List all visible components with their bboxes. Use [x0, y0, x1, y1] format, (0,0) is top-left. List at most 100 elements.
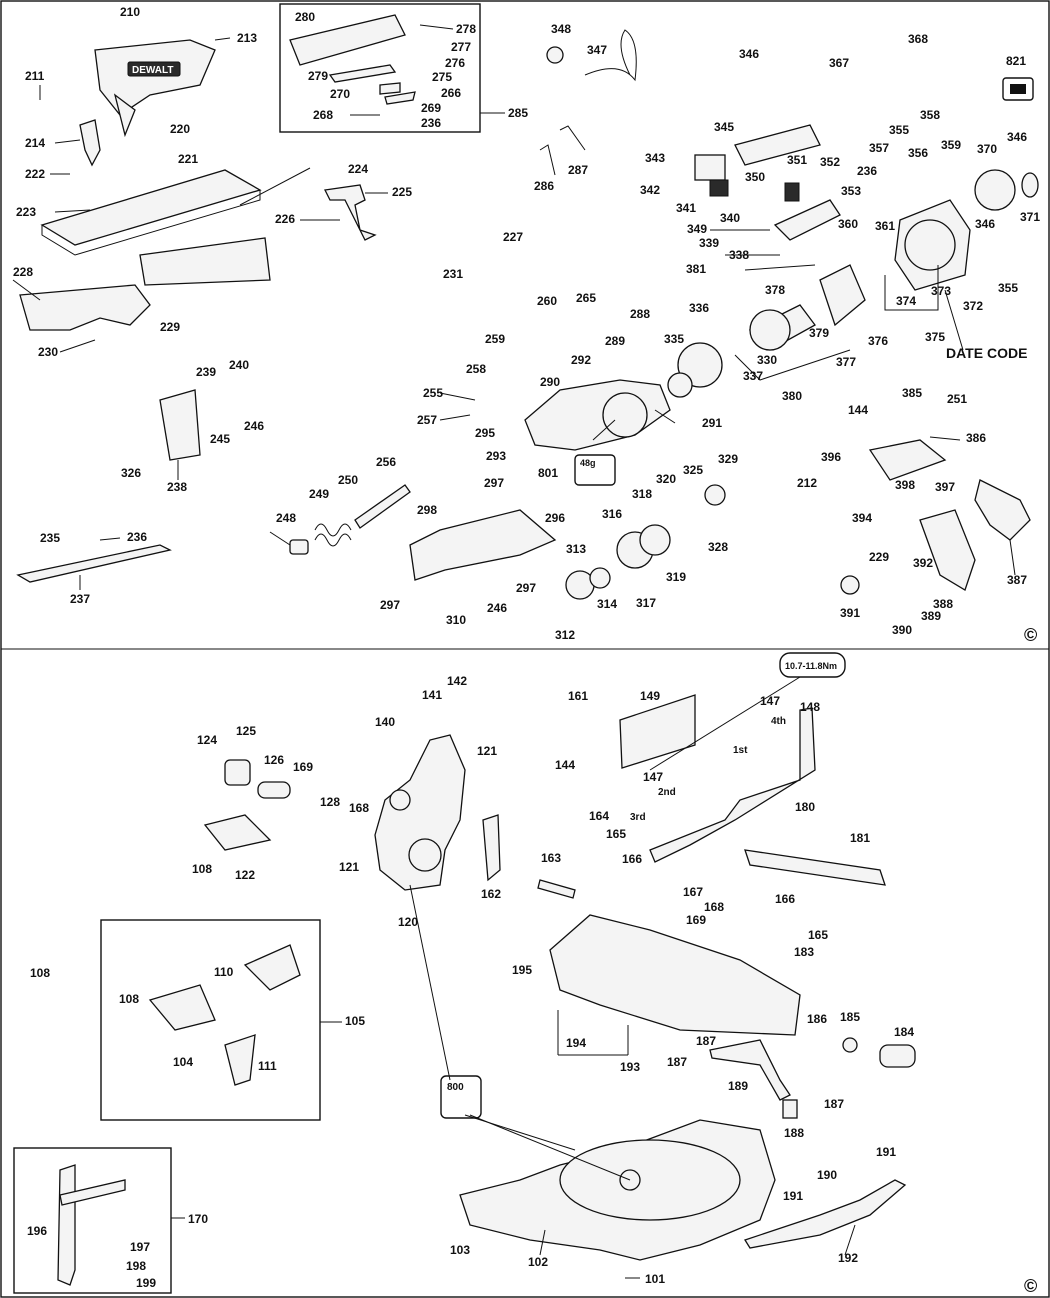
label-228: 228 — [13, 265, 33, 279]
torque-value: 10.7-11.8Nm — [785, 661, 837, 671]
label-361: 361 — [875, 219, 895, 233]
fence-plate-part — [139, 237, 271, 286]
label-187c: 187 — [824, 1097, 844, 1111]
label-161: 161 — [568, 689, 588, 703]
callout-800-text: 800 — [447, 1082, 464, 1093]
label-392: 392 — [913, 556, 933, 570]
label-221: 221 — [178, 152, 198, 166]
clamp-part-122 — [203, 814, 272, 851]
cord-part — [584, 29, 637, 82]
label-163: 163 — [541, 851, 561, 865]
label-225: 225 — [392, 185, 412, 199]
label-144: 144 — [848, 403, 868, 417]
sleeve-part-126 — [257, 781, 291, 799]
label-359: 359 — [941, 138, 961, 152]
label-330: 330 — [757, 353, 777, 367]
label-372: 372 — [963, 299, 983, 313]
label-226: 226 — [275, 212, 295, 226]
label-162: 162 — [481, 887, 501, 901]
label-367: 367 — [829, 56, 849, 70]
label-194: 194 — [566, 1036, 586, 1050]
label-379: 379 — [809, 326, 829, 340]
label-278: 278 — [456, 22, 476, 36]
label-389: 389 — [921, 609, 941, 623]
label-326: 326 — [121, 466, 141, 480]
label-198: 198 — [126, 1259, 146, 1273]
pivot-shaft-part — [354, 484, 411, 529]
fence-block-part — [159, 389, 201, 461]
label-237: 237 — [70, 592, 90, 606]
label-185: 185 — [840, 1010, 860, 1024]
lower-bracket-part — [19, 284, 151, 331]
copyright-bottom: © — [1024, 1276, 1037, 1296]
label-340: 340 — [720, 211, 740, 225]
arm-bracket-part — [409, 509, 557, 581]
kit-box-105 — [100, 919, 321, 1121]
lube-callout-800 — [440, 1075, 482, 1119]
label-292: 292 — [571, 353, 591, 367]
label-246: 246 — [244, 419, 264, 433]
knob-part — [546, 46, 564, 64]
label-318: 318 — [632, 487, 652, 501]
label-353: 353 — [841, 184, 861, 198]
label-147a: 147 — [760, 694, 780, 708]
label-394: 394 — [852, 511, 872, 525]
label-360: 360 — [838, 217, 858, 231]
label-385: 385 — [902, 386, 922, 400]
label-230: 230 — [38, 345, 58, 359]
label-291: 291 — [702, 416, 722, 430]
label-169a: 169 — [293, 760, 313, 774]
lower-guard-part — [919, 509, 976, 591]
lube-amount: 48g — [580, 458, 596, 468]
label-397: 397 — [935, 480, 955, 494]
bushing-part-248 — [289, 539, 309, 555]
label-188: 188 — [784, 1126, 804, 1140]
label-193: 193 — [620, 1060, 640, 1074]
label-388: 388 — [933, 597, 953, 611]
label-375: 375 — [925, 330, 945, 344]
step-1st: 1st — [733, 745, 748, 756]
fan-baffle-part — [677, 342, 723, 388]
label-348: 348 — [551, 22, 571, 36]
label-181: 181 — [850, 831, 870, 845]
clamp-post-part — [57, 1164, 76, 1286]
label-358: 358 — [920, 108, 940, 122]
label-256: 256 — [376, 455, 396, 469]
label-246b: 246 — [487, 601, 507, 615]
label-165a: 165 — [606, 827, 626, 841]
label-335: 335 — [664, 332, 684, 346]
label-240: 240 — [229, 358, 249, 372]
label-245: 245 — [210, 432, 230, 446]
label-169b: 169 — [686, 913, 706, 927]
handle-part-188 — [782, 1099, 798, 1119]
label-380: 380 — [782, 389, 802, 403]
step-4th: 4th — [771, 716, 786, 727]
label-125: 125 — [236, 724, 256, 738]
label-105: 105 — [345, 1014, 365, 1028]
label-370: 370 — [977, 142, 997, 156]
label-166b: 166 — [775, 892, 795, 906]
label-277: 277 — [451, 40, 471, 54]
label-189: 189 — [728, 1079, 748, 1093]
label-377: 377 — [836, 355, 856, 369]
brush-cap-part — [1021, 172, 1039, 198]
label-192: 192 — [838, 1251, 858, 1265]
top-labels: 210 213 211 214 220 221 222 224 223 225 … — [13, 5, 1040, 645]
label-187a: 187 — [696, 1034, 716, 1048]
pin-part-163 — [537, 879, 576, 899]
lever-part-189 — [709, 1039, 791, 1101]
guard-part-104 — [224, 1034, 256, 1086]
bottom-labels: 141 142 140 121 124 125 126 169 128 168 … — [27, 674, 1037, 1296]
handle-grip-part — [773, 199, 841, 241]
label-276: 276 — [445, 56, 465, 70]
label-337: 337 — [743, 369, 763, 383]
label-251: 251 — [947, 392, 967, 406]
step-3rd: 3rd — [630, 812, 646, 823]
label-312: 312 — [555, 628, 575, 642]
copyright-top: © — [1024, 625, 1037, 645]
label-355a: 355 — [889, 123, 909, 137]
label-316: 316 — [602, 507, 622, 521]
label-265: 265 — [576, 291, 596, 305]
label-341: 341 — [676, 201, 696, 215]
